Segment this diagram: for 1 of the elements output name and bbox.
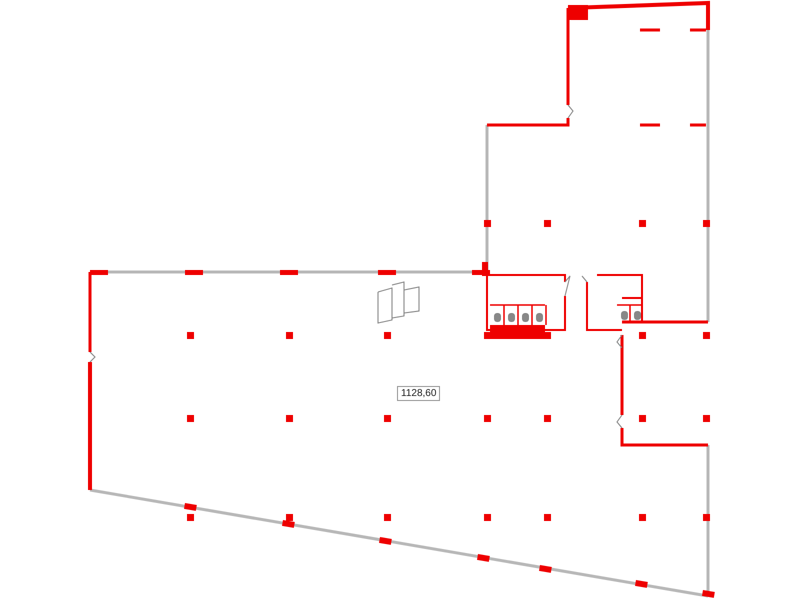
area-label: 1128,60	[397, 386, 440, 401]
